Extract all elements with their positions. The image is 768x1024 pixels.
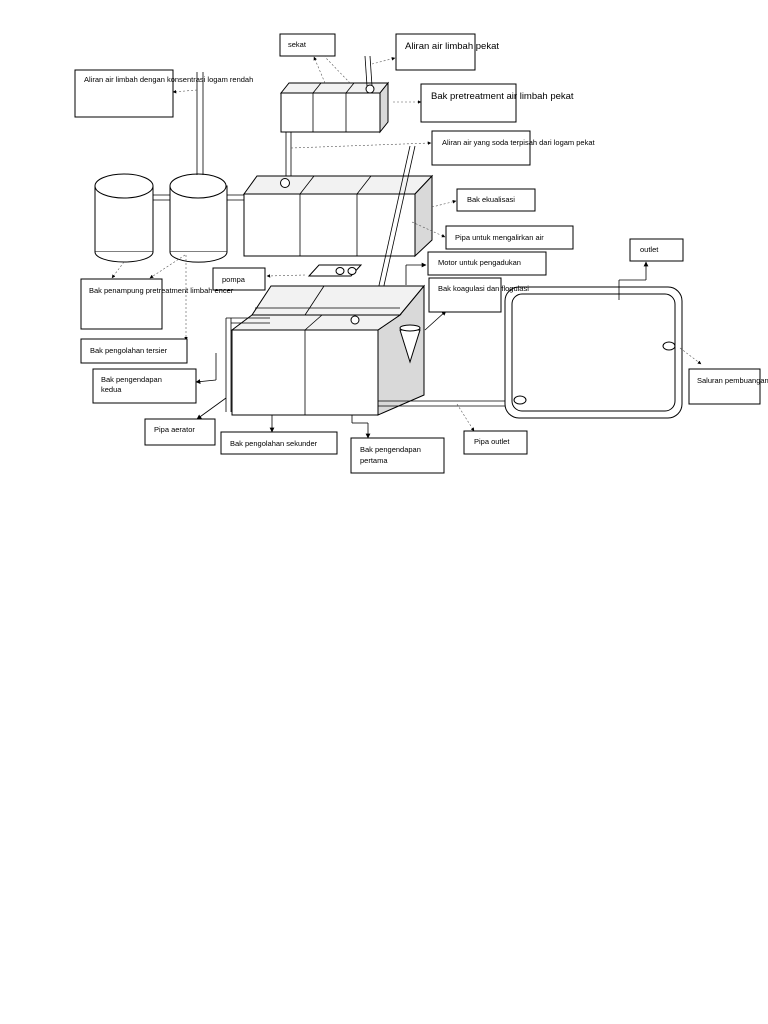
label-bak-koagulasi-text: Bak koagulasi dan flogulasi [438, 284, 529, 293]
bak-penampung-cylinder-2 [169, 173, 228, 263]
label-bak-pengendapan-pertama: Bak pengendapan pertama [350, 437, 445, 474]
label-bak-pengendapan-pertama-line2: pertama [360, 456, 388, 465]
saluran-pembuangan-channel [504, 286, 683, 419]
label-sekat: sekat [279, 33, 336, 57]
label-aliran-soda: Aliran air yang soda terpisah dari logam… [431, 130, 596, 166]
label-pipa-aerator-text: Pipa aerator [154, 425, 195, 434]
bak-pretreatment-pekat-tank [279, 55, 390, 176]
label-bak-pengendapan-kedua-line2: kedua [101, 385, 122, 394]
label-pompa: pompa [212, 267, 266, 291]
label-aliran-pekat: Aliran air limbah pekat [395, 33, 499, 71]
pompa-unit [254, 264, 363, 280]
main-treatment-block [225, 284, 426, 416]
label-outlet: outlet [629, 238, 684, 262]
label-pompa-text: pompa [222, 275, 246, 284]
label-bak-pengendapan-kedua: Bak pengendapan kedua [92, 368, 197, 404]
label-motor-pengadukan-text: Motor untuk pengadukan [438, 258, 521, 267]
label-bak-tersier: Bak pengolahan tersier [80, 338, 188, 364]
label-pipa-mengalirkan: Pipa untuk mengalirkan air [445, 225, 574, 250]
label-bak-pretreatment-pekat: Bak pretreatment air limbah pekat [420, 83, 574, 123]
label-bak-pengendapan-kedua-line1: Bak pengendapan [101, 375, 162, 384]
label-aliran-rendah-text: Aliran air limbah dengan konsentrasi log… [84, 75, 253, 84]
label-pipa-mengalirkan-text: Pipa untuk mengalirkan air [455, 233, 544, 242]
label-bak-penampung-text: Bak penampung pretreatment limbah encer [89, 286, 234, 295]
label-pipa-aerator: Pipa aerator [144, 418, 216, 446]
label-bak-ekualisasi-text: Bak ekualisasi [467, 195, 515, 204]
label-sekat-text: sekat [288, 40, 307, 49]
label-saluran-pembuangan: Saluran pembuangan [688, 368, 768, 405]
label-pipa-outlet: Pipa outlet [463, 430, 528, 455]
label-saluran-pembuangan-text: Saluran pembuangan [697, 376, 768, 385]
label-pipa-outlet-text: Pipa outlet [474, 437, 510, 446]
label-aliran-pekat-text: Aliran air limbah pekat [405, 41, 499, 52]
bak-penampung-cylinder-1 [94, 173, 154, 263]
label-outlet-text: outlet [640, 245, 659, 254]
bak-ekualisasi-tank [243, 174, 434, 258]
label-aliran-rendah: Aliran air limbah dengan konsentrasi log… [74, 69, 253, 118]
leader-lines [111, 56, 702, 439]
label-bak-pretreatment-pekat-text: Bak pretreatment air limbah pekat [431, 91, 574, 102]
label-bak-sekunder-text: Bak pengolahan sekunder [230, 439, 318, 448]
label-bak-ekualisasi: Bak ekualisasi [456, 188, 536, 212]
label-bak-koagulasi: Bak koagulasi dan flogulasi [428, 277, 529, 313]
label-bak-sekunder: Bak pengolahan sekunder [220, 431, 338, 455]
label-aliran-soda-text: Aliran air yang soda terpisah dari logam… [442, 138, 596, 147]
label-bak-tersier-text: Bak pengolahan tersier [90, 346, 168, 355]
label-bak-penampung: Bak penampung pretreatment limbah encer [80, 278, 234, 330]
label-bak-pengendapan-pertama-line1: Bak pengendapan [360, 445, 421, 454]
label-motor-pengadukan: Motor untuk pengadukan [427, 251, 547, 276]
